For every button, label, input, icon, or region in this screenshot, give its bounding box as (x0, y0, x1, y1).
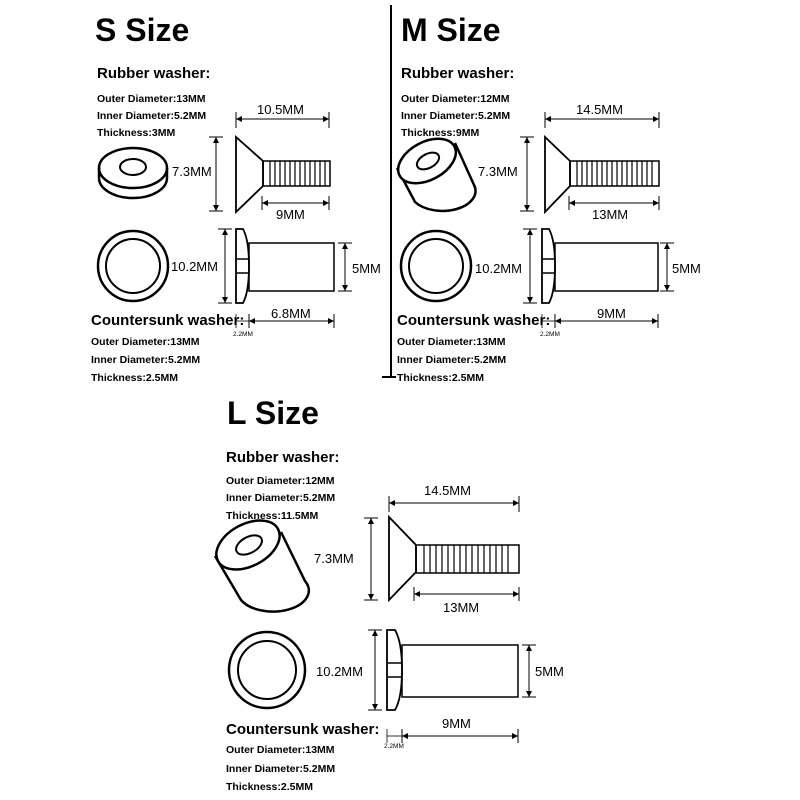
m-collar-length-label: 9MM (597, 306, 626, 321)
m-countersunk-screw-drawing (544, 134, 660, 215)
m-countersunk-washer-drawing (399, 229, 473, 303)
s-countersunk-thickness: Thickness:2.5MM (91, 372, 178, 384)
m-head-height-label: 7.3MM (478, 164, 518, 179)
s-countersunk-washer-heading: Countersunk washer: (91, 312, 245, 329)
m-countersunk-washer-heading: Countersunk washer: (397, 312, 551, 329)
s-countersunk-screw-drawing (235, 134, 331, 215)
l-collar-length-label: 9MM (442, 716, 471, 731)
l-head-height-label: 7.3MM (314, 551, 354, 566)
l-rubber-outer-diameter: Outer Diameter:12MM (226, 475, 335, 487)
m-rubber-thickness: Thickness:9MM (401, 127, 480, 139)
s-countersunk-washer-drawing (96, 229, 170, 303)
l-screw-total-length-label: 14.5MM (424, 483, 471, 498)
m-collar-dimension-lines (523, 228, 674, 328)
s-washer-outer-diameter-label: 10.2MM (171, 259, 218, 274)
m-screw-total-length-label: 14.5MM (576, 102, 623, 117)
l-rubber-thickness: Thickness:11.5MM (226, 510, 319, 522)
m-collar-diameter-label: 5MM (672, 261, 701, 276)
l-rubber-washer-heading: Rubber washer: (226, 449, 340, 466)
s-rubber-washer-drawing (97, 146, 169, 200)
s-collar-dimension-lines (218, 228, 352, 328)
s-collar-diameter-label: 5MM (352, 261, 381, 276)
l-countersunk-washer-heading: Countersunk washer: (226, 721, 380, 738)
m-thread-length-label: 13MM (592, 207, 629, 222)
s-collar-side-drawing (235, 228, 335, 304)
m-screw-dimension-lines (520, 112, 660, 212)
l-countersunk-outer-diameter: Outer Diameter:13MM (226, 744, 335, 756)
vertical-divider (390, 5, 392, 377)
horizontal-divider (382, 376, 396, 378)
l-countersunk-screw-drawing (388, 514, 520, 603)
s-size-title: S Size (95, 12, 190, 48)
m-washer-outer-diameter-label: 10.2MM (475, 261, 522, 276)
m-countersunk-thickness: Thickness:2.5MM (397, 372, 484, 384)
l-head-thickness-label: 2.2MM (384, 743, 404, 750)
m-rubber-outer-diameter: Outer Diameter:12MM (401, 93, 510, 105)
l-countersunk-inner-diameter: Inner Diameter:5.2MM (226, 763, 336, 775)
m-countersunk-inner-diameter: Inner Diameter:5.2MM (397, 354, 507, 366)
s-rubber-outer-diameter: Outer Diameter:13MM (97, 93, 206, 105)
s-size-drawings (96, 112, 352, 328)
l-collar-diameter-label: 5MM (535, 664, 564, 679)
s-screw-dimension-lines (209, 112, 330, 212)
l-collar-dimension-lines (368, 629, 536, 743)
s-head-thickness-label: 2.2MM (233, 331, 253, 338)
s-countersunk-outer-diameter: Outer Diameter:13MM (91, 336, 200, 348)
l-rubber-washer-drawing (213, 519, 311, 613)
m-size-title: M Size (401, 12, 501, 48)
s-rubber-thickness: Thickness:3MM (97, 127, 176, 139)
l-countersunk-washer-drawing (227, 630, 307, 710)
m-collar-side-drawing (541, 228, 659, 304)
m-rubber-inner-diameter: Inner Diameter:5.2MM (401, 110, 511, 122)
s-rubber-washer-heading: Rubber washer: (97, 65, 211, 82)
l-collar-side-drawing (386, 629, 519, 711)
s-countersunk-inner-diameter: Inner Diameter:5.2MM (91, 354, 201, 366)
l-thread-length-label: 13MM (443, 600, 480, 615)
m-rubber-washer-heading: Rubber washer: (401, 65, 515, 82)
s-head-height-label: 7.3MM (172, 164, 212, 179)
l-rubber-inner-diameter: Inner Diameter:5.2MM (226, 492, 336, 504)
m-countersunk-outer-diameter: Outer Diameter:13MM (397, 336, 506, 348)
l-size-drawings (213, 496, 536, 743)
s-collar-length-label: 6.8MM (271, 306, 311, 321)
s-rubber-inner-diameter: Inner Diameter:5.2MM (97, 110, 207, 122)
m-rubber-washer-drawing (395, 137, 477, 213)
s-screw-total-length-label: 10.5MM (257, 102, 304, 117)
s-thread-length-label: 9MM (276, 207, 305, 222)
m-size-drawings (395, 112, 674, 328)
l-size-title: L Size (227, 395, 319, 431)
l-countersunk-thickness: Thickness:2.5MM (226, 781, 313, 793)
l-washer-outer-diameter-label: 10.2MM (316, 664, 363, 679)
m-head-thickness-label: 2.2MM (540, 331, 560, 338)
l-screw-dimension-lines (364, 496, 520, 601)
